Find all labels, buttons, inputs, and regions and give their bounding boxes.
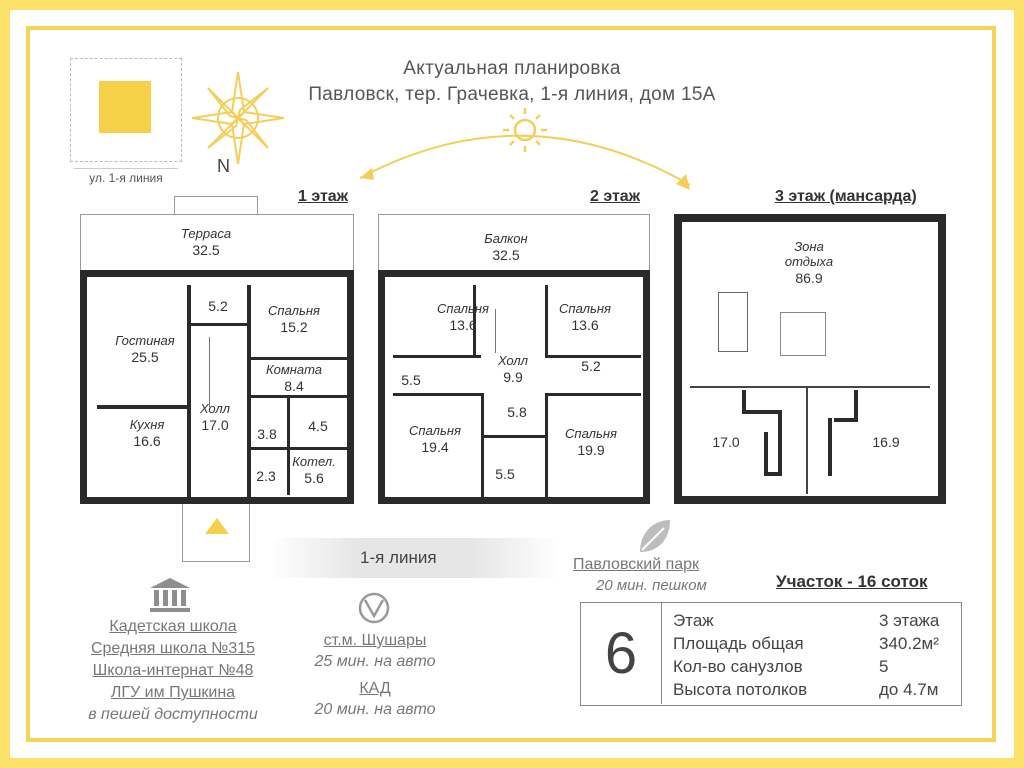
floor3-plan (674, 214, 946, 504)
arc-arrow-left (360, 168, 374, 180)
floor3-label: 3 этаж (мансарда) (775, 188, 917, 205)
entrance-arrow-icon (205, 518, 229, 534)
floor1-plan (80, 270, 354, 504)
f1-room-4-5: 4.5 (308, 418, 328, 434)
transport-info: ст.м. Шушары 25 мин. на авто КАД 20 мин.… (300, 630, 450, 720)
street-caption: ул. 1-я линия (74, 168, 178, 185)
f2-bath-5-5a: 5.5 (401, 372, 421, 388)
sun-icon (503, 108, 547, 152)
metro-time: 25 мин. на авто (314, 653, 436, 670)
school-building-icon (150, 578, 190, 612)
floor1-terrace-outline (80, 214, 354, 274)
school-48[interactable]: Школа-интернат №48 (92, 662, 254, 679)
park-link[interactable]: Павловский парк (573, 556, 700, 573)
f3-room-left: 17.0 (712, 434, 740, 450)
f1-room-2-3: 2.3 (256, 468, 276, 484)
park-time: 20 мин. пешком (596, 577, 707, 594)
f3-room-right: 16.9 (872, 434, 900, 450)
leaf-icon (640, 520, 670, 552)
f1-room-5-2: 5.2 (208, 298, 228, 314)
school-315[interactable]: Средняя школа №315 (90, 640, 256, 657)
street-band (270, 538, 560, 578)
compass-rose-icon (191, 71, 285, 165)
f2-bath-5-2: 5.2 (581, 358, 601, 374)
inner-frame (26, 26, 996, 742)
arc-arrow-right (676, 174, 690, 190)
plot-size: Участок - 16 соток (776, 572, 928, 591)
header-line1: Актуальная планировка (403, 58, 621, 79)
kad-time: 20 мин. на авто (314, 701, 436, 718)
entrance-porch (182, 504, 250, 562)
floor1-label: 1 этаж (298, 188, 349, 205)
floor2-label: 2 этаж (590, 188, 641, 205)
f2-bath-5-5b: 5.5 (495, 466, 515, 482)
f1-bath-3-8: 3.8 (257, 426, 277, 442)
street-label: 1-я линия (360, 548, 437, 567)
f1-boiler: Котел.5.6 (292, 454, 336, 486)
house-marker (99, 81, 151, 133)
stats-number: 6 (581, 603, 662, 704)
kad-link[interactable]: КАД (359, 680, 391, 697)
sun-path (359, 108, 691, 190)
f2-bath-5-8: 5.8 (507, 404, 527, 420)
schools-note: в пешей доступности (88, 706, 258, 723)
metro-link[interactable]: ст.м. Шушары (323, 632, 427, 649)
school-lgu[interactable]: ЛГУ им Пушкина (110, 684, 236, 701)
metro-icon (358, 592, 390, 624)
school-cadet[interactable]: Кадетская школа (109, 618, 237, 635)
floor2-plan (378, 270, 650, 504)
orientation-box (70, 58, 182, 162)
header-line2: Павловск, тер. Грачевка, 1-я линия, дом … (308, 84, 716, 105)
floor1-terrace-steps (174, 196, 258, 214)
floor2-balcony-outline (378, 214, 650, 274)
schools-list: Кадетская школа Средняя школа №315 Школа… (70, 616, 276, 726)
north-label: N (217, 156, 230, 176)
sun-arc (359, 134, 691, 186)
